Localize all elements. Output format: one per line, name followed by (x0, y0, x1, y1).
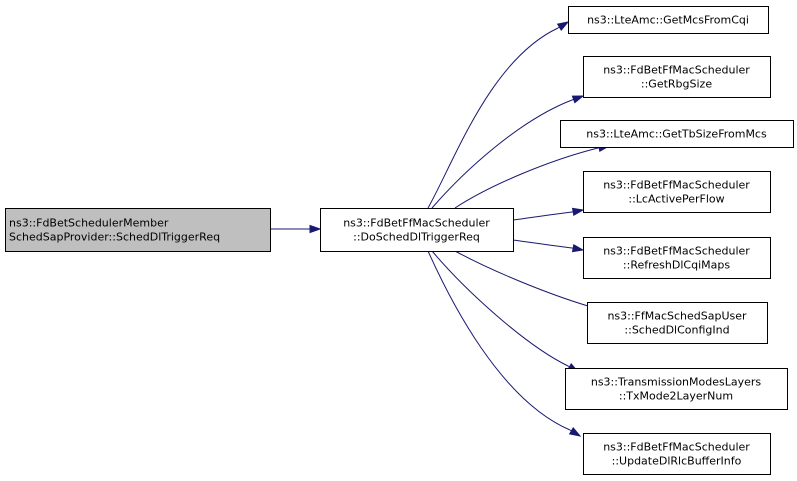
edges-layer (270, 21, 611, 437)
edge-line-sched_cfg (454, 250, 589, 307)
node-root[interactable]: ns3::FdBetSchedulerMemberSchedSapProvide… (5, 208, 271, 252)
edge-do_sched-to-update (427, 250, 582, 437)
node-label-refresh-0: ns3::FdBetFfMacScheduler (603, 245, 750, 258)
edge-root-to-do_sched (270, 224, 322, 234)
edge-do_sched-to-get_mcs (427, 21, 570, 209)
node-box-get_rbg (583, 56, 771, 98)
node-txmode[interactable]: ns3::TransmissionModesLayers::TxMode2Lay… (565, 368, 788, 410)
node-label-get_tb-0: ns3::LteAmc::GetTbSizeFromMcs (586, 128, 767, 141)
edge-line-lc_active (512, 211, 573, 221)
edge-line-update (427, 250, 571, 431)
node-label-lc_active-0: ns3::FdBetFfMacScheduler (603, 179, 750, 192)
node-box-sched_cfg (587, 302, 768, 344)
node-lc_active[interactable]: ns3::FdBetFfMacScheduler::LcActivePerFlo… (583, 171, 771, 213)
arrowhead-refresh (571, 243, 585, 253)
edge-do_sched-to-get_rbg (431, 95, 585, 209)
node-label-get_mcs-0: ns3::LteAmc::GetMcsFromCqi (587, 14, 749, 27)
nodes-layer: ns3::FdBetSchedulerMemberSchedSapProvide… (5, 6, 794, 475)
edge-line-get_rbg (431, 99, 573, 209)
edge-do_sched-to-refresh (512, 239, 585, 253)
arrowhead-lc_active (571, 207, 585, 217)
node-box-do_sched (320, 208, 514, 252)
node-label-lc_active-1: ::LcActivePerFlow (628, 193, 724, 206)
edge-do_sched-to-sched_cfg (454, 250, 600, 311)
edge-line-get_tb (454, 147, 599, 209)
node-box-update (583, 433, 771, 475)
node-box-lc_active (583, 171, 771, 213)
node-get_tb[interactable]: ns3::LteAmc::GetTbSizeFromMcs (560, 120, 794, 148)
node-label-sched_cfg-1: ::SchedDlConfigInd (624, 324, 729, 337)
node-label-sched_cfg-0: ns3::FfMacSchedSapUser (607, 310, 747, 323)
node-box-get_mcs (568, 6, 769, 34)
node-box-root (5, 208, 271, 252)
node-label-txmode-1: ::TxMode2LayerNum (619, 390, 733, 403)
arrowhead-update (568, 426, 582, 437)
node-do_sched[interactable]: ns3::FdBetFfMacScheduler::DoSchedDlTrigg… (320, 208, 514, 252)
node-label-root-0: ns3::FdBetSchedulerMember (9, 217, 169, 230)
node-label-root-1: SchedSapProvider::SchedDlTriggerReq (9, 231, 220, 244)
arrowhead-do_sched (309, 224, 322, 234)
node-label-update-1: ::UpdateDlRlcBufferInfo (612, 455, 742, 468)
node-sched_cfg[interactable]: ns3::FfMacSchedSapUser::SchedDlConfigInd (587, 302, 768, 344)
node-box-refresh (583, 237, 771, 279)
edge-line-get_mcs (427, 27, 559, 209)
node-label-get_rbg-1: ::GetRbgSize (641, 78, 712, 91)
node-label-refresh-1: ::RefreshDlCqiMaps (623, 259, 730, 272)
arrowhead-get_mcs (556, 21, 570, 32)
node-label-txmode-0: ns3::TransmissionModesLayers (591, 376, 762, 389)
node-label-do_sched-0: ns3::FdBetFfMacScheduler (343, 217, 490, 230)
node-label-update-0: ns3::FdBetFfMacScheduler (603, 441, 750, 454)
node-get_rbg[interactable]: ns3::FdBetFfMacScheduler::GetRbgSize (583, 56, 771, 98)
node-get_mcs[interactable]: ns3::LteAmc::GetMcsFromCqi (568, 6, 769, 34)
node-refresh[interactable]: ns3::FdBetFfMacScheduler::RefreshDlCqiMa… (583, 237, 771, 279)
node-update[interactable]: ns3::FdBetFfMacScheduler::UpdateDlRlcBuf… (583, 433, 771, 475)
arrowhead-get_rbg (571, 95, 585, 104)
node-box-txmode (565, 368, 788, 410)
edge-do_sched-to-lc_active (512, 207, 585, 221)
node-label-do_sched-1: ::DoSchedDlTriggerReq (353, 231, 480, 244)
edge-do_sched-to-txmode (431, 250, 580, 373)
node-label-get_rbg-0: ns3::FdBetFfMacScheduler (603, 64, 750, 77)
edge-line-refresh (512, 239, 573, 249)
node-box-get_tb (560, 120, 794, 148)
edge-line-txmode (431, 250, 569, 367)
